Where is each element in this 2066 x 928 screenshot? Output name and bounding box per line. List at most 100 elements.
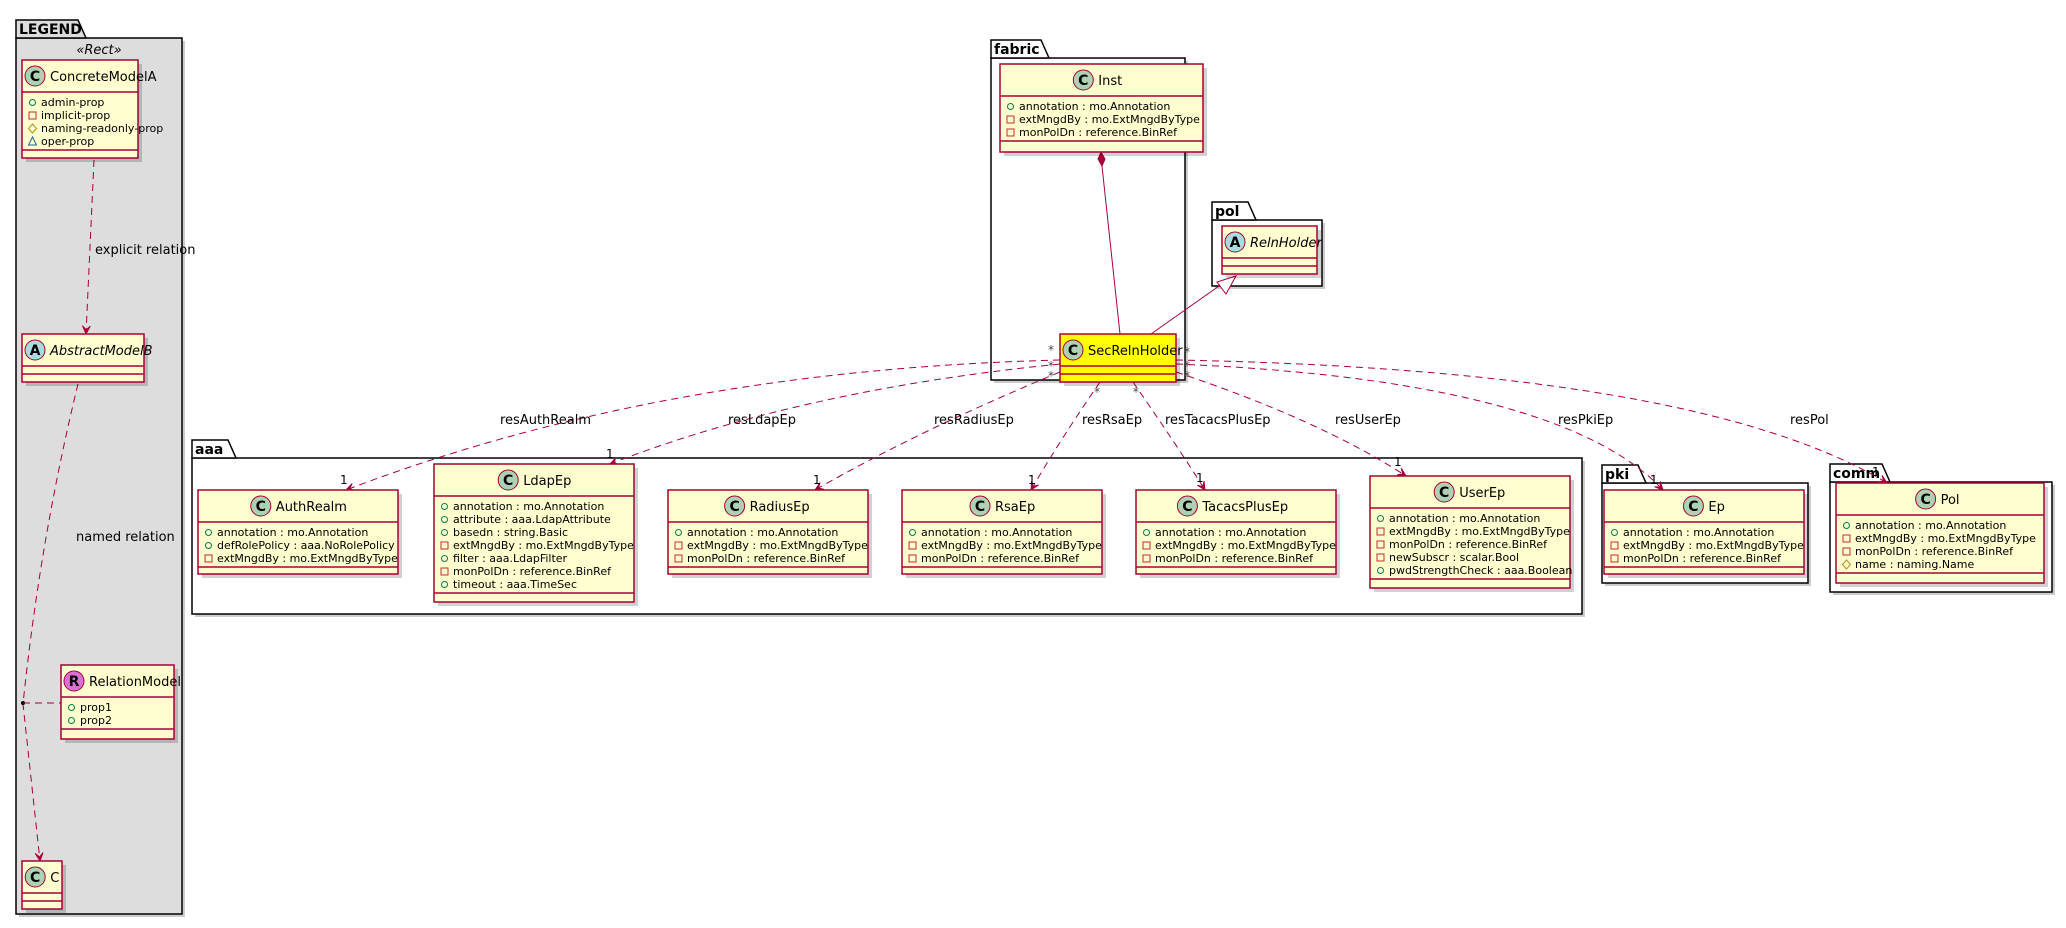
attribute-text: extMngdBy : mo.ExtMngdByType: [1855, 532, 2036, 545]
class-authrealm[interactable]: C AuthRealm annotation : mo.AnnotationdefR…: [197, 489, 402, 578]
public-visibility-icon: [1843, 522, 1850, 529]
class-badge-letter: C: [1182, 499, 1192, 515]
legend-explicit-relation: explicit relation: [82, 159, 195, 336]
target-multiplicity: 1: [1028, 473, 1036, 487]
class-attribute: implicit-prop: [28, 109, 110, 122]
class-box: [197, 489, 399, 575]
attribute-text: monPolDn : reference.BinRef: [1623, 552, 1782, 565]
composition-inst-secrelnholder: [1097, 150, 1121, 335]
package-label-pki: pki: [1605, 467, 1629, 483]
class-badge-c-icon: [1682, 495, 1704, 517]
relation-line: [1175, 363, 1664, 491]
class-box: [1135, 489, 1337, 575]
attribute-text: admin-prop: [41, 96, 104, 109]
attribute-text: annotation : mo.Annotation: [217, 526, 368, 539]
package-legend: LEGEND: [15, 19, 185, 917]
class-badge-letter: C: [729, 499, 739, 515]
attribute-text: extMngdBy : mo.ExtMngdByType: [1155, 539, 1336, 552]
class-name: TacacsPlusEp: [1201, 500, 1288, 515]
attribute-text: defRolePolicy : aaa.NoRolePolicy: [217, 539, 395, 552]
relation-label: resPol: [1790, 413, 1829, 428]
relation-resTacacsPlusEp: [1132, 381, 1206, 491]
class-box: [999, 63, 1204, 153]
class-attribute: timeout : aaa.TimeSec: [441, 578, 577, 591]
relation-line: [1030, 381, 1101, 491]
class-badge-letter: C: [1920, 492, 1930, 508]
class-box: [901, 489, 1103, 575]
class-badge-letter: R: [69, 674, 80, 690]
target-multiplicity: 1: [813, 473, 821, 487]
relation-line: [1132, 381, 1206, 491]
private-visibility-icon: [1610, 554, 1619, 563]
relation-resRsaEp: [1030, 381, 1101, 491]
private-visibility-icon: [1006, 128, 1015, 137]
private-visibility-icon: [204, 554, 213, 563]
attribute-text: extMngdBy : mo.ExtMngdByType: [453, 539, 634, 552]
attribute-text: monPolDn : reference.BinRef: [1855, 545, 2014, 558]
attribute-text: annotation : mo.Annotation: [921, 526, 1072, 539]
relation-line: [345, 359, 1061, 491]
relation-label: resUserEp: [1335, 413, 1401, 428]
attribute-text: annotation : mo.Annotation: [1019, 100, 1170, 113]
private-visibility-icon: [1142, 554, 1151, 563]
class-attribute: monPolDn : reference.BinRef: [440, 565, 612, 578]
class-box: [1835, 482, 2045, 584]
attribute-text: timeout : aaa.TimeSec: [453, 578, 577, 591]
public-visibility-icon: [441, 503, 448, 510]
attribute-text: annotation : mo.Annotation: [1855, 519, 2006, 532]
arrowhead-icon: [1030, 480, 1039, 491]
class-badge-a-icon: [1224, 231, 1246, 253]
class-attribute: annotation : mo.Annotation: [205, 526, 368, 539]
relation-label: resPkiEp: [1558, 413, 1613, 428]
class-badge-c-icon: [1915, 488, 1937, 510]
class-badge-letter: C: [30, 870, 40, 886]
attribute-text: implicit-prop: [41, 109, 110, 122]
class-badge-c-icon: [24, 65, 46, 87]
source-multiplicity: *: [1048, 343, 1054, 357]
attribute-text: prop2: [80, 714, 112, 727]
class-name: AuthRealm: [276, 500, 347, 515]
class-attribute: extMngdBy : mo.ExtMngdByType: [204, 552, 398, 565]
class-attribute: extMngdBy : mo.ExtMngdByType: [908, 539, 1102, 552]
attribute-text: attribute : aaa.LdapAttribute: [453, 513, 611, 526]
public-visibility-icon: [205, 542, 212, 549]
class-box: [433, 463, 635, 603]
class-attribute: monPolDn : reference.BinRef: [1610, 552, 1782, 565]
attribute-text: annotation : mo.Annotation: [453, 500, 604, 513]
relation-label: resLdapEp: [728, 413, 796, 428]
target-multiplicity: 1: [1196, 471, 1204, 485]
package-label-legend: LEGEND: [19, 22, 82, 38]
public-visibility-icon: [441, 581, 448, 588]
class-attribute: annotation : mo.Annotation: [1007, 100, 1170, 113]
class-attribute: annotation : mo.Annotation: [1377, 512, 1540, 525]
attribute-text: annotation : mo.Annotation: [1623, 526, 1774, 539]
generalization-secrelnholder-relnholder: [1150, 275, 1238, 335]
package-label-aaa: aaa: [195, 442, 223, 458]
class-badge-letter: C: [1068, 343, 1078, 359]
relation-line: [814, 371, 1061, 491]
attribute-text: name : naming.Name: [1855, 558, 1975, 571]
class-badge-letter: C: [30, 69, 40, 85]
arrowhead-icon: [1197, 480, 1206, 491]
private-visibility-icon: [908, 554, 917, 563]
private-visibility-icon: [1610, 541, 1619, 550]
target-multiplicity: 1: [340, 473, 348, 487]
class-badge-letter: C: [256, 499, 266, 515]
attribute-text: extMngdBy : mo.ExtMngdByType: [1019, 113, 1200, 126]
